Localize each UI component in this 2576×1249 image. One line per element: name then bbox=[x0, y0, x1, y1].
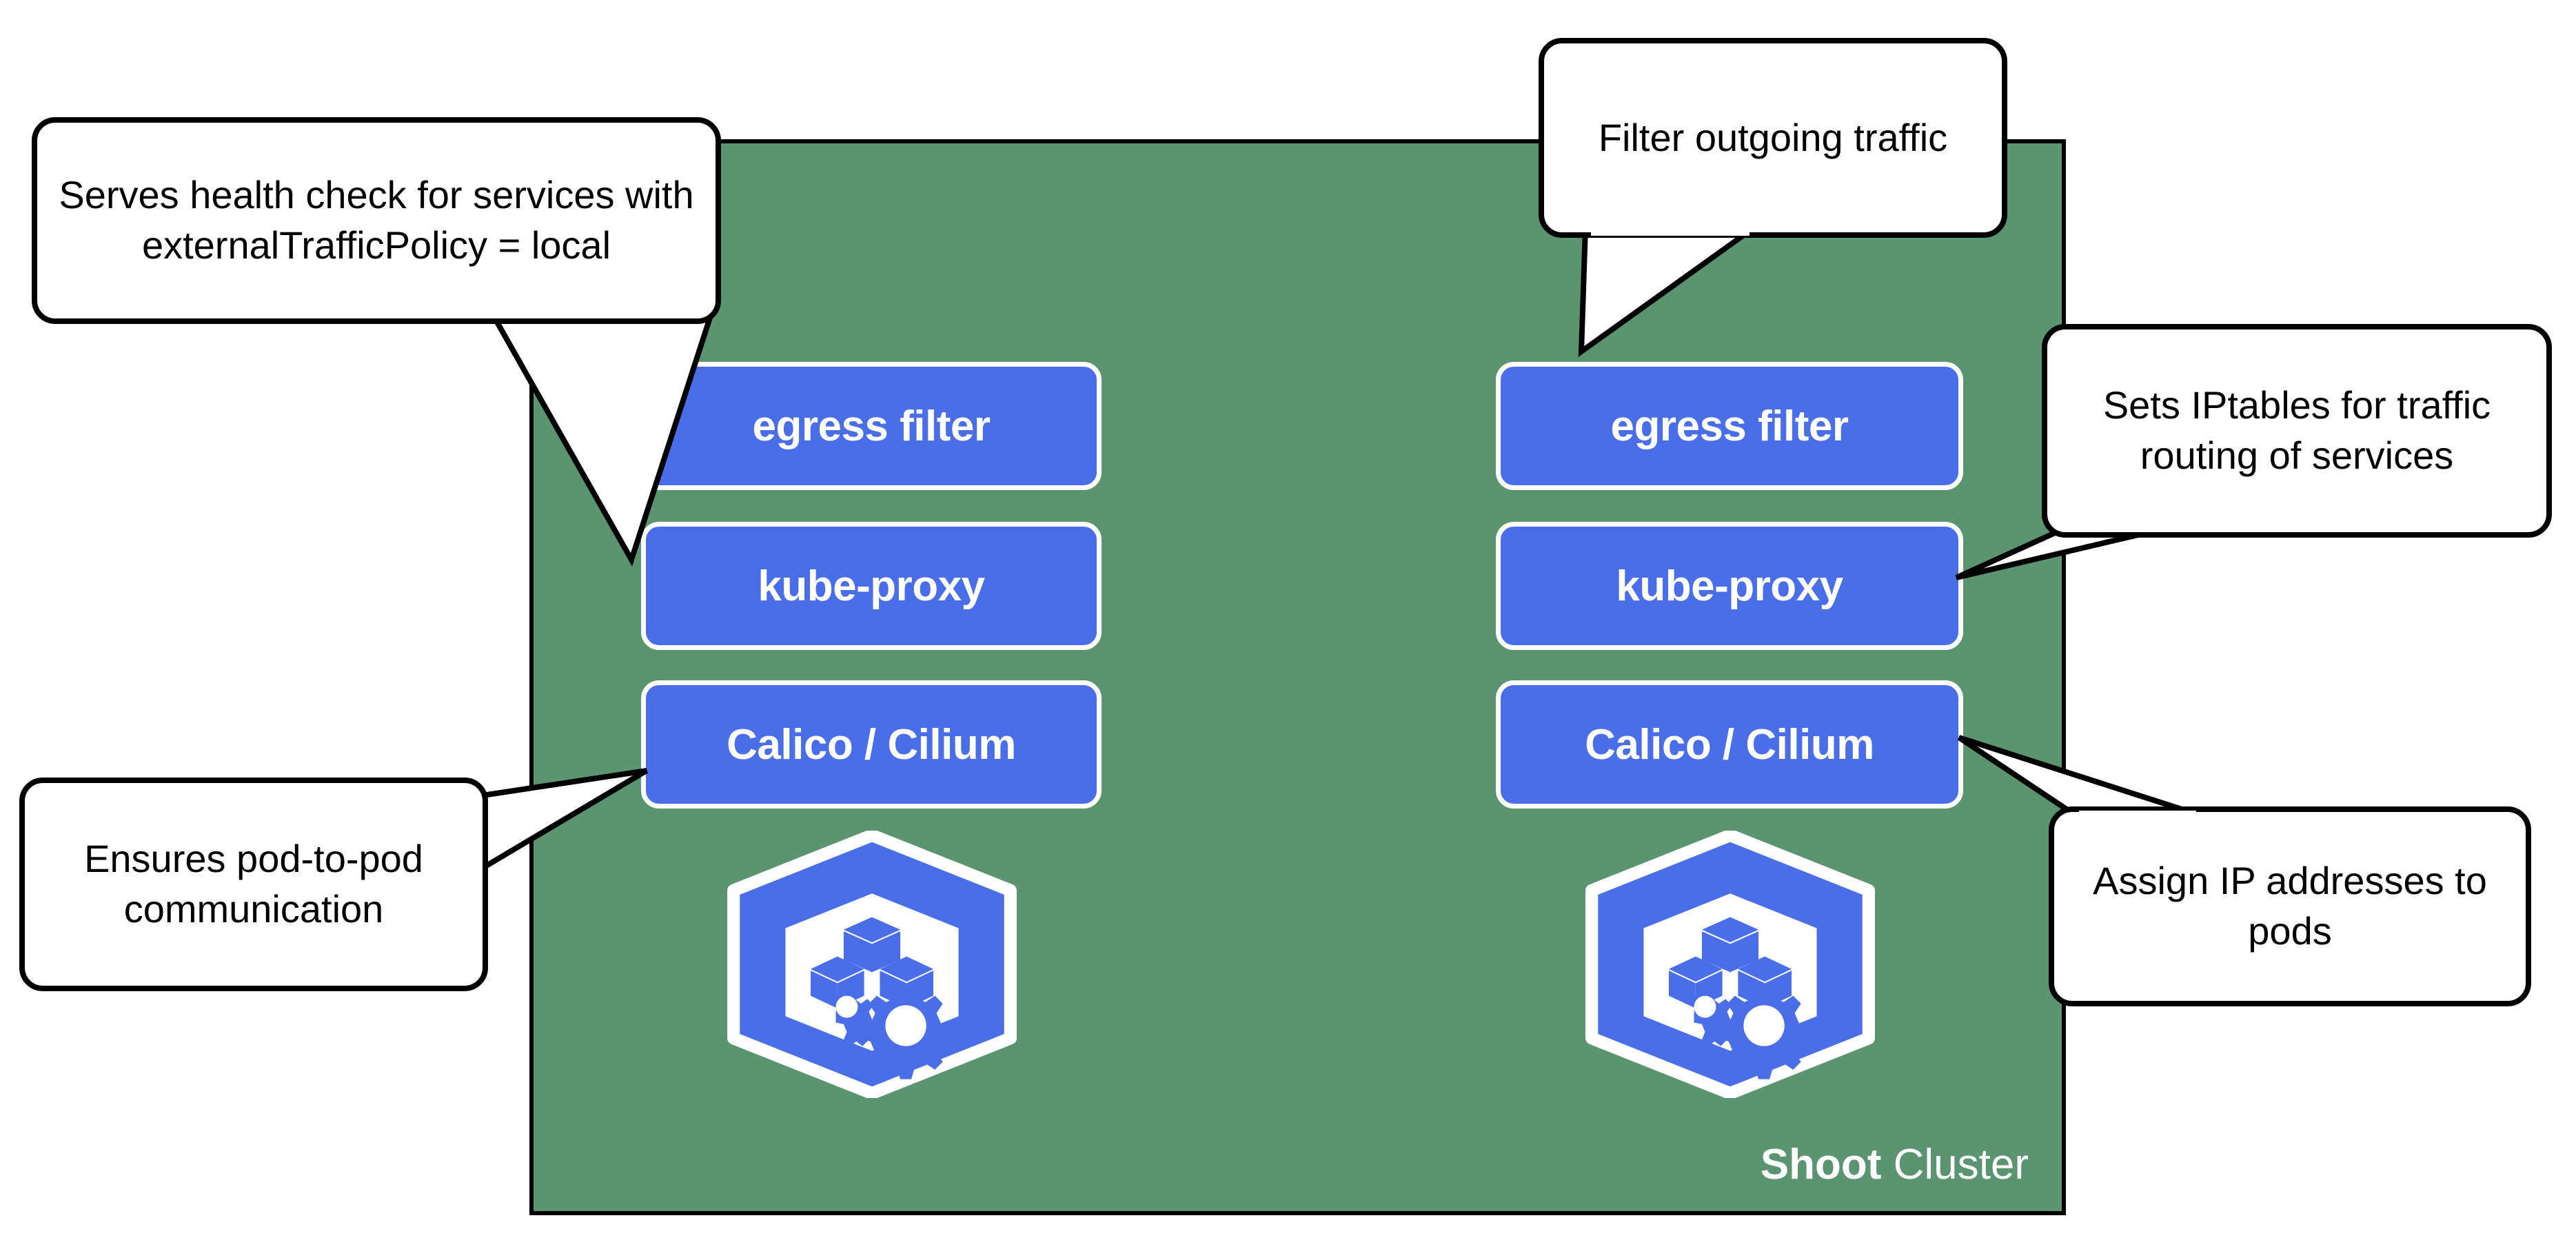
node-left-kube-proxy-label: kube-proxy bbox=[758, 562, 985, 610]
node-left-egress-filter-label: egress filter bbox=[752, 402, 991, 450]
tail-seam-cover bbox=[2079, 811, 2196, 822]
cluster-label-bold: Shoot bbox=[1760, 1141, 1882, 1188]
callout-iptables: Sets IPtables for traffic routing of ser… bbox=[2042, 324, 2552, 538]
callout-filter-egress: Filter outgoing traffic bbox=[1539, 38, 2007, 238]
callout-assign-ip: Assign IP addresses to pods bbox=[2049, 806, 2531, 1006]
shoot-cluster-label: Shoot Cluster bbox=[1761, 1144, 2029, 1186]
node-left-calico-cilium-box[interactable]: Calico / Cilium bbox=[641, 680, 1102, 809]
node-left-calico-cilium-label: Calico / Cilium bbox=[727, 720, 1016, 769]
callout-pod-to-pod: Ensures pod-to-pod communication bbox=[19, 778, 488, 991]
node-right-kube-proxy-label: kube-proxy bbox=[1616, 562, 1843, 610]
callout-assign-ip-text: Assign IP addresses to pods bbox=[2093, 859, 2487, 953]
node-right-egress-filter-box[interactable]: egress filter bbox=[1496, 362, 1963, 490]
kubernetes-logo-icon bbox=[710, 831, 1034, 1098]
tail-seam-cover bbox=[449, 804, 460, 881]
callout-filter-egress-text: Filter outgoing traffic bbox=[1598, 115, 1948, 159]
node-right-egress-filter-label: egress filter bbox=[1610, 402, 1849, 450]
node-right-kube-proxy-box[interactable]: kube-proxy bbox=[1496, 522, 1963, 650]
tail-seam-cover bbox=[2079, 521, 2182, 532]
node-left-egress-filter-box[interactable]: egress filter bbox=[641, 362, 1102, 490]
cluster-label-rest: Cluster bbox=[1881, 1141, 2029, 1188]
node-left-kube-proxy-box[interactable]: kube-proxy bbox=[641, 522, 1102, 650]
tail-seam-cover bbox=[1591, 225, 1750, 236]
callout-pod-to-pod-text: Ensures pod-to-pod communication bbox=[84, 837, 423, 931]
kubernetes-logo-icon bbox=[1568, 831, 1892, 1098]
callout-health-check-text: Serves health check for services with ex… bbox=[59, 173, 694, 267]
node-right-calico-cilium-box[interactable]: Calico / Cilium bbox=[1496, 680, 1963, 809]
tail-seam-cover bbox=[488, 292, 711, 303]
callout-health-check: Serves health check for services with ex… bbox=[32, 117, 721, 324]
callout-iptables-text: Sets IPtables for traffic routing of ser… bbox=[2102, 383, 2491, 477]
node-right-calico-cilium-label: Calico / Cilium bbox=[1585, 720, 1874, 769]
